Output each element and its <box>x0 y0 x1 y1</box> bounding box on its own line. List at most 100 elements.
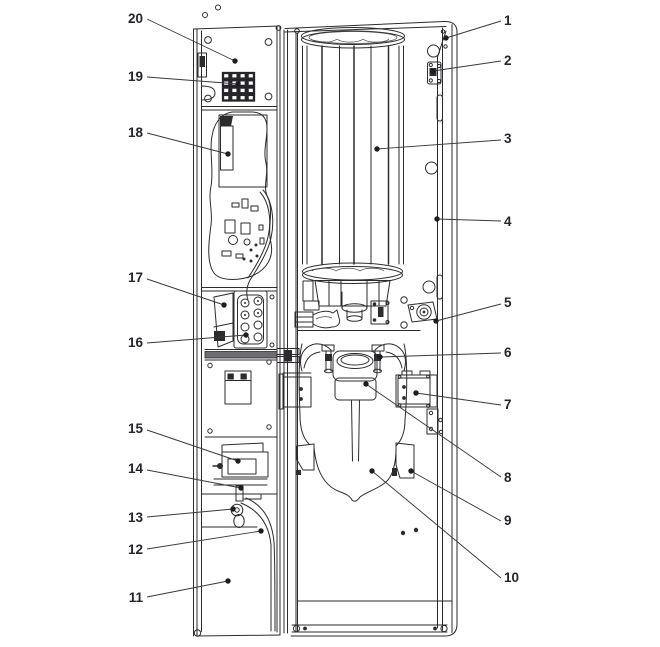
cup-drop-unit <box>294 280 391 329</box>
leader-line <box>146 469 242 489</box>
callout-3: 3 <box>374 131 512 152</box>
screw-icon <box>215 4 221 11</box>
callout-number: 20 <box>128 11 143 26</box>
callout-1: 1 <box>443 13 512 41</box>
funnel-clamp-left <box>321 344 335 374</box>
callout-16: 16 <box>128 332 249 350</box>
door-latch-bracket <box>201 442 278 502</box>
callout-4: 4 <box>434 214 512 229</box>
leader-line <box>436 218 502 222</box>
callout-11: 11 <box>129 578 231 605</box>
callout-12: 12 <box>128 528 264 557</box>
leader-line <box>146 278 225 306</box>
callout-5: 5 <box>433 295 512 324</box>
leader-dot <box>369 468 375 474</box>
leader-line <box>435 303 502 322</box>
wall-hole <box>422 280 436 294</box>
leader-dot <box>377 354 383 360</box>
callout-number: 15 <box>128 421 144 436</box>
callout-number: 2 <box>504 53 512 68</box>
leader-line <box>146 18 236 62</box>
callout-15: 15 <box>128 421 241 464</box>
callout-13: 13 <box>128 506 236 525</box>
callout-number: 6 <box>504 345 512 360</box>
callout-number: 19 <box>128 69 143 84</box>
leader-dot <box>443 35 449 41</box>
callout-2: 2 <box>430 53 512 74</box>
callout-14: 14 <box>128 461 244 491</box>
coin-mechanism <box>204 290 278 361</box>
funnel-mouth <box>296 442 415 502</box>
callout-number: 12 <box>128 542 143 557</box>
callout-19: 19 <box>128 69 241 87</box>
leader-dot <box>363 381 369 387</box>
callout-number: 18 <box>128 125 144 140</box>
leader-line <box>146 429 239 462</box>
callout-9: 9 <box>408 468 512 528</box>
leader-dot <box>238 485 244 491</box>
leader-line <box>146 132 229 155</box>
leader-dot <box>230 506 236 512</box>
door-lower-panel <box>204 359 278 438</box>
funnel-assembly <box>296 343 444 502</box>
screw-icon <box>264 92 273 101</box>
leader-line <box>432 60 502 72</box>
callout-18: 18 <box>128 125 231 157</box>
callout-number: 16 <box>128 335 144 350</box>
callout-number: 5 <box>504 295 512 310</box>
jamb-slot <box>436 274 443 300</box>
leader-dot <box>434 216 440 222</box>
door-cable-conduit <box>201 497 276 632</box>
cabinet-latch <box>400 296 438 329</box>
leader-dot <box>430 68 436 74</box>
leader-dot <box>225 578 231 584</box>
callout-number: 14 <box>128 461 144 476</box>
leader-line <box>376 139 502 150</box>
leader-line <box>146 530 262 550</box>
screw-icon <box>202 12 208 18</box>
cable-loop <box>247 191 271 279</box>
callout-8: 8 <box>363 381 512 485</box>
leader-dot <box>258 528 264 534</box>
callout-number: 11 <box>129 590 144 605</box>
callout-number: 7 <box>504 397 512 412</box>
leader-line <box>146 580 229 598</box>
callout-17: 17 <box>128 270 227 308</box>
leader-line <box>415 392 502 406</box>
dispense-arm <box>294 309 341 329</box>
leader-line <box>410 470 502 522</box>
circuit-board <box>221 198 265 263</box>
callout-7: 7 <box>413 390 512 412</box>
callout-number: 13 <box>128 510 144 525</box>
screw-icon <box>207 428 213 434</box>
screw-icon <box>264 38 273 46</box>
cup-ring <box>332 350 378 382</box>
door-assembly <box>193 4 282 637</box>
screw-icon <box>266 424 272 430</box>
screw-icon <box>204 36 212 44</box>
screw-icon <box>207 362 213 369</box>
leader-dot <box>232 58 238 64</box>
leader-dot <box>225 151 231 157</box>
jamb-slot <box>436 94 443 122</box>
wall-hole <box>425 161 438 175</box>
leader-line <box>146 334 247 344</box>
callout-6: 6 <box>377 345 512 360</box>
leader-dot <box>235 458 241 464</box>
turret-rods <box>302 45 404 265</box>
leader-line <box>445 20 502 39</box>
callout-20: 20 <box>128 11 238 64</box>
leader-line <box>146 76 239 85</box>
leader-dot <box>433 318 439 324</box>
cup-turret <box>301 27 405 284</box>
wall-hole <box>427 44 440 58</box>
leader-dot <box>408 468 414 474</box>
leader-dot <box>235 81 241 87</box>
callout-number: 10 <box>504 570 519 585</box>
whipper-housing <box>334 377 377 401</box>
funnel-mount-bracket <box>395 370 438 408</box>
screw-icon <box>443 44 448 49</box>
leader-line <box>371 470 502 579</box>
